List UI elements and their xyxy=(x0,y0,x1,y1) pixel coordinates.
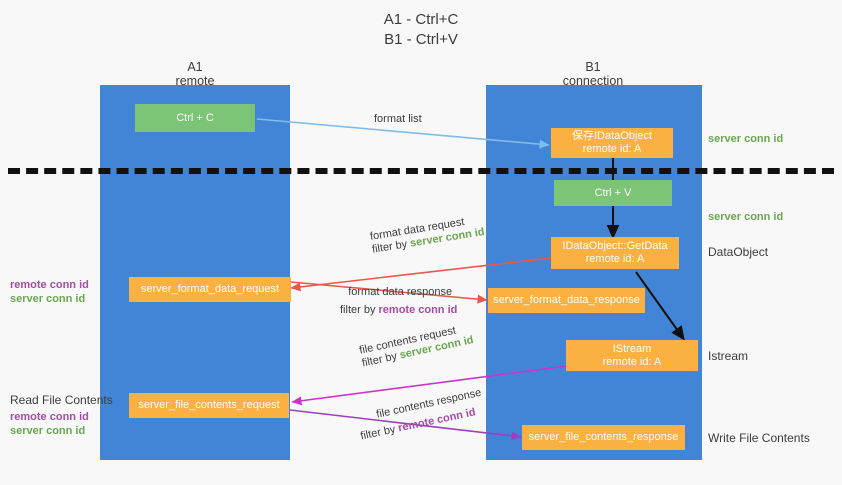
node-save-idataobject-line2: remote id: A xyxy=(582,143,642,155)
node-istream[interactable]: IStream remote id: A xyxy=(566,340,698,371)
node-idataobject-getdata-line1: IDataObject::GetData xyxy=(562,240,668,252)
node-server-file-contents-response[interactable]: server_file_contents_response xyxy=(522,425,685,450)
label-group-file-conn-ids: remote conn id server conn id xyxy=(10,410,89,438)
node-server-format-data-request-label: server_format_data_request xyxy=(140,283,280,295)
node-istream-line2: remote id: A xyxy=(602,355,662,368)
node-server-file-contents-request-label: server_file_contents_request xyxy=(138,399,280,411)
column-header-a1-sub: remote xyxy=(175,74,215,88)
edge-label-format-data-response-line2: filter by remote conn id xyxy=(340,304,457,316)
node-server-format-data-response-label: server_format_data_response xyxy=(493,294,640,306)
node-idataobject-getdata[interactable]: IDataObject::GetData remote id: A xyxy=(551,237,679,269)
label-read-file-contents: Read File Contents xyxy=(10,393,113,407)
edge-label-format-data-request: format data request filter by server con… xyxy=(369,216,485,256)
label-server-conn-id-format: server conn id xyxy=(10,293,86,305)
edge-label-format-data-response-line1: format data response xyxy=(348,286,453,298)
page-title: A1 - Ctrl+C B1 - Ctrl+V xyxy=(383,11,459,48)
label-server-conn-id-file: server conn id xyxy=(10,425,86,437)
node-ctrl-c[interactable]: Ctrl + C xyxy=(135,104,255,132)
edge-label-fcres-prefix: filter by xyxy=(359,422,400,443)
edge-label-format-data-response: format data response filter by remote co… xyxy=(340,285,457,316)
edge-label-fdres-prefix: filter by xyxy=(340,304,379,316)
phase-divider xyxy=(8,168,834,174)
node-save-idataobject-line1: 保存IDataObject xyxy=(571,130,653,142)
column-header-b1: B1 connection xyxy=(493,60,693,88)
label-write-file-contents: Write File Contents xyxy=(708,431,810,445)
edge-label-file-contents-response: file contents response filter by remote … xyxy=(359,387,482,443)
column-header-b1-sub: connection xyxy=(562,74,624,88)
node-idataobject-getdata-line2: remote id: A xyxy=(585,253,645,265)
node-ctrl-v-label: Ctrl + V xyxy=(594,186,632,199)
node-server-format-data-request[interactable]: server_format_data_request xyxy=(129,277,291,302)
node-istream-line1: IStream xyxy=(612,342,652,355)
node-save-idataobject[interactable]: 保存IDataObject remote id: A xyxy=(551,128,673,158)
edge-label-file-contents-request: file contents request filter by server c… xyxy=(358,325,474,370)
edge-label-format-list: format list xyxy=(374,113,422,125)
label-dataobject: DataObject xyxy=(708,245,769,259)
label-remote-conn-id-format: remote conn id xyxy=(10,279,89,291)
label-remote-conn-id-file: remote conn id xyxy=(10,411,89,423)
label-istream: Istream xyxy=(708,349,749,363)
node-server-file-contents-response-label: server_file_contents_response xyxy=(528,431,679,443)
node-ctrl-c-label: Ctrl + C xyxy=(176,111,214,124)
edge-label-fdres-key: remote conn id xyxy=(378,304,458,316)
label-server-conn-id-top: server conn id xyxy=(708,133,784,145)
label-group-format-conn-ids: remote conn id server conn id xyxy=(10,278,89,306)
node-server-format-data-response[interactable]: server_format_data_response xyxy=(488,288,645,313)
column-header-a1: A1 remote xyxy=(95,60,295,88)
column-header-b1-name: B1 xyxy=(585,60,601,74)
node-server-file-contents-request[interactable]: server_file_contents_request xyxy=(129,393,289,418)
node-ctrl-v[interactable]: Ctrl + V xyxy=(554,180,672,206)
label-server-conn-id-paste: server conn id xyxy=(708,211,784,223)
column-header-a1-name: A1 xyxy=(187,60,203,74)
